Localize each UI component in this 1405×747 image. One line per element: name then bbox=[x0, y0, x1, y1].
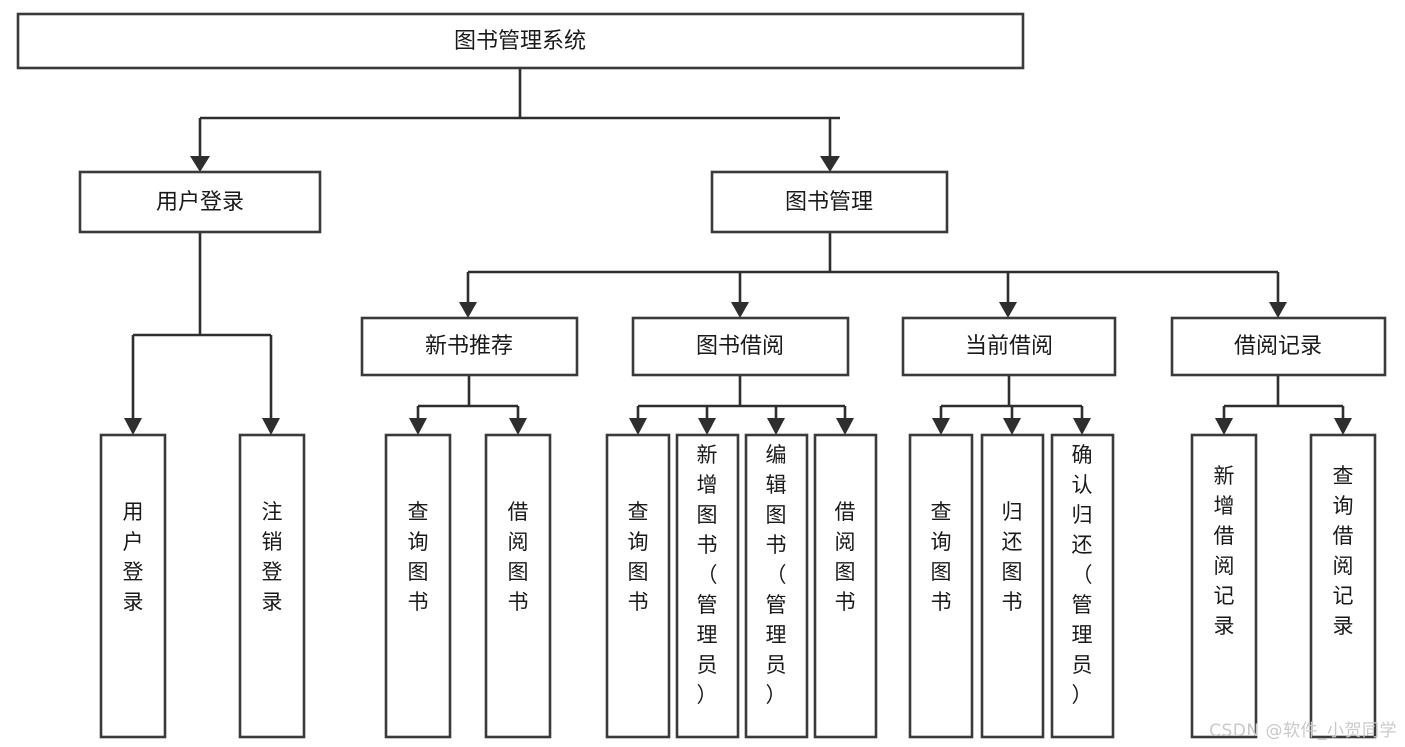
node-borrow-records[interactable]: 借阅记录 bbox=[1170, 316, 1387, 377]
leaf-borrow-book-2-label: 借阅图书 bbox=[835, 500, 856, 614]
leaf-add-book-admin-label: 新增图书（管理员） bbox=[697, 443, 718, 707]
node-book-management[interactable]: 图书管理 bbox=[710, 170, 949, 234]
node-current-borrow[interactable]: 当前借阅 bbox=[901, 316, 1117, 377]
leaf-query-book-2[interactable]: 查询图书 bbox=[605, 433, 671, 739]
node-book-borrow-label: 图书借阅 bbox=[696, 334, 784, 359]
arrow-user-login-child-2 bbox=[262, 418, 280, 435]
node-current-borrow-label: 当前借阅 bbox=[965, 334, 1053, 359]
leaf-query-book-2-rect[interactable] bbox=[605, 433, 671, 739]
arrow-to-user-login bbox=[190, 156, 210, 172]
leaf-borrow-book-1-label: 借阅图书 bbox=[508, 500, 529, 614]
csdn-watermark: CSDN @软件_小贺同学 bbox=[1209, 721, 1397, 741]
leaf-edit-book-admin-rect[interactable] bbox=[744, 433, 809, 739]
arrow-records-child-1 bbox=[1215, 418, 1233, 435]
node-user-login-rect[interactable] bbox=[78, 170, 322, 234]
node-root-label: 图书管理系统 bbox=[454, 29, 586, 54]
node-new-book-recommend[interactable]: 新书推荐 bbox=[360, 316, 579, 377]
node-book-borrow[interactable]: 图书借阅 bbox=[631, 316, 850, 377]
arrow-to-book-mgmt bbox=[820, 156, 840, 172]
leaf-edit-book-admin-label: 编辑图书（管理员） bbox=[766, 443, 787, 707]
leaf-user-login[interactable]: 用户登录 bbox=[99, 433, 167, 739]
node-new-book-recommend-label: 新书推荐 bbox=[425, 334, 513, 359]
leaf-query-book-3-rect[interactable] bbox=[908, 433, 974, 739]
arrow-book-mgmt-child-3 bbox=[999, 302, 1017, 318]
leaf-confirm-return-admin[interactable]: 确认归还（管理员） bbox=[1050, 433, 1115, 739]
arrow-new-book-child-1 bbox=[409, 418, 427, 435]
leaf-confirm-return-admin-label: 确认归还（管理员） bbox=[1072, 443, 1093, 707]
connector-group-root bbox=[190, 68, 840, 172]
leaf-user-logout-label: 注销登录 bbox=[262, 500, 283, 614]
leaf-borrow-book-2[interactable]: 借阅图书 bbox=[813, 433, 878, 739]
leaf-query-book-2-label: 查询图书 bbox=[628, 500, 649, 614]
leaf-query-book-1-rect[interactable] bbox=[384, 433, 452, 739]
arrow-new-book-child-2 bbox=[509, 418, 527, 435]
arrow-borrow-child-1 bbox=[629, 418, 647, 435]
leaf-query-book-3[interactable]: 查询图书 bbox=[908, 433, 974, 739]
leaf-user-login-label: 用户登录 bbox=[123, 500, 144, 614]
node-borrow-records-rect[interactable] bbox=[1170, 316, 1387, 377]
node-root[interactable]: 图书管理系统 bbox=[16, 12, 1025, 70]
node-book-borrow-rect[interactable] bbox=[631, 316, 850, 377]
leaf-query-borrow-record[interactable]: 查询借阅记录 bbox=[1309, 433, 1377, 739]
node-book-management-label: 图书管理 bbox=[785, 190, 873, 215]
node-new-book-recommend-rect[interactable] bbox=[360, 316, 579, 377]
leaf-node-group: 用户登录 注销登录 查询图书 借阅图书 查询图书 新增图书（管理员） bbox=[99, 433, 1377, 739]
leaf-user-login-rect[interactable] bbox=[99, 433, 167, 739]
node-user-login-label: 用户登录 bbox=[156, 190, 244, 215]
leaf-add-book-admin-rect[interactable] bbox=[675, 433, 740, 739]
arrow-book-mgmt-child-1 bbox=[459, 302, 477, 318]
leaf-user-logout[interactable]: 注销登录 bbox=[238, 433, 306, 739]
connector-group-borrow bbox=[629, 375, 854, 435]
arrow-book-mgmt-child-2 bbox=[731, 302, 749, 318]
arrow-borrow-child-2 bbox=[698, 418, 716, 435]
arrow-records-child-2 bbox=[1334, 418, 1352, 435]
node-book-management-rect[interactable] bbox=[710, 170, 949, 234]
leaf-return-book[interactable]: 归还图书 bbox=[980, 433, 1045, 739]
leaf-user-logout-rect[interactable] bbox=[238, 433, 306, 739]
leaf-add-borrow-record-label: 新增借阅记录 bbox=[1214, 464, 1235, 638]
leaf-edit-book-admin[interactable]: 编辑图书（管理员） bbox=[744, 433, 809, 739]
connector-group-book-mgmt bbox=[459, 232, 1287, 318]
leaf-query-book-1[interactable]: 查询图书 bbox=[384, 433, 452, 739]
node-borrow-records-label: 借阅记录 bbox=[1234, 334, 1322, 359]
leaf-return-book-rect[interactable] bbox=[980, 433, 1045, 739]
arrow-borrow-child-4 bbox=[836, 418, 854, 435]
leaf-add-book-admin[interactable]: 新增图书（管理员） bbox=[675, 433, 740, 739]
leaf-query-book-3-label: 查询图书 bbox=[931, 500, 952, 614]
arrow-user-login-child-1 bbox=[124, 418, 142, 435]
arrow-book-mgmt-child-4 bbox=[1269, 302, 1287, 318]
leaf-return-book-label: 归还图书 bbox=[1002, 500, 1023, 614]
leaf-add-borrow-record[interactable]: 新增借阅记录 bbox=[1190, 433, 1258, 739]
node-root-rect[interactable] bbox=[16, 12, 1025, 70]
node-user-login[interactable]: 用户登录 bbox=[78, 170, 322, 234]
arrow-current-child-2 bbox=[1003, 418, 1021, 435]
leaf-query-borrow-record-rect[interactable] bbox=[1309, 433, 1377, 739]
leaf-query-borrow-record-label: 查询借阅记录 bbox=[1333, 464, 1354, 638]
connector-group-user-login bbox=[124, 232, 280, 435]
connector-group-current-borrow bbox=[932, 375, 1091, 435]
leaf-borrow-book-1[interactable]: 借阅图书 bbox=[484, 433, 552, 739]
leaf-borrow-book-2-rect[interactable] bbox=[813, 433, 878, 739]
arrow-borrow-child-3 bbox=[767, 418, 785, 435]
leaf-query-book-1-label: 查询图书 bbox=[408, 500, 429, 614]
arrow-current-child-1 bbox=[932, 418, 950, 435]
connector-group-records bbox=[1215, 375, 1352, 435]
connector-group-new-book bbox=[409, 375, 527, 435]
leaf-borrow-book-1-rect[interactable] bbox=[484, 433, 552, 739]
leaf-confirm-return-admin-rect[interactable] bbox=[1050, 433, 1115, 739]
leaf-add-borrow-record-rect[interactable] bbox=[1190, 433, 1258, 739]
arrow-current-child-3 bbox=[1073, 418, 1091, 435]
node-current-borrow-rect[interactable] bbox=[901, 316, 1117, 377]
